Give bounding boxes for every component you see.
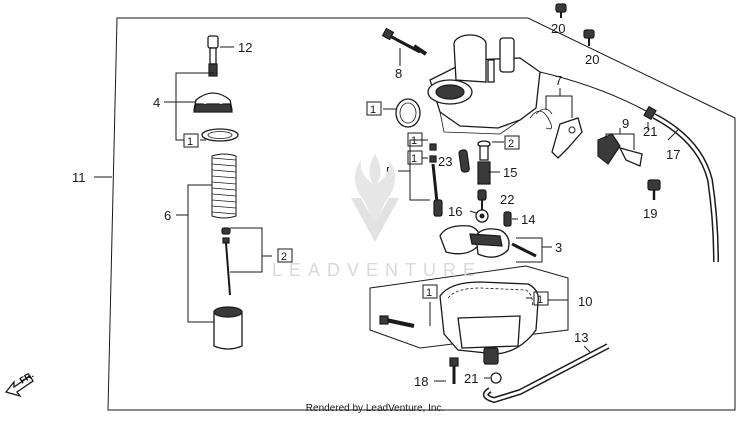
callout-1e: 1 xyxy=(426,287,432,299)
throttle-valve-spring-part xyxy=(211,153,237,219)
callout-16: 16 xyxy=(448,204,462,219)
front-direction-arrow-icon xyxy=(4,375,34,398)
callout-8: 8 xyxy=(395,66,402,81)
float-part xyxy=(439,225,537,258)
fuel-tube-part xyxy=(539,71,719,263)
leader-16 xyxy=(469,210,477,214)
callout-box-1b xyxy=(366,101,382,116)
callout-18: 18 xyxy=(414,374,428,389)
callout-1f: 1 xyxy=(537,294,543,306)
callout-4: 4 xyxy=(153,95,160,110)
float-needle-part xyxy=(503,211,512,227)
float-bowl-part xyxy=(439,281,539,365)
leader-6-bracket xyxy=(187,184,214,323)
callout-9: 9 xyxy=(622,116,629,131)
callout-box-1c xyxy=(407,132,423,147)
screw-19-part xyxy=(647,179,661,200)
screw-20-second-part xyxy=(583,29,595,46)
float-valve-part xyxy=(475,209,489,223)
callout-12: 12 xyxy=(238,40,252,55)
screw-20-top-part xyxy=(555,3,567,18)
drain-tube-part xyxy=(482,343,610,404)
carburetor-top-cap-part xyxy=(193,92,233,113)
clip-21-part xyxy=(490,372,502,384)
callout-1d: 1 xyxy=(411,153,417,165)
screw-8-part xyxy=(381,27,428,56)
callout-1c: 1 xyxy=(411,135,417,147)
callout-1a: 1 xyxy=(187,136,193,148)
callout-box-1d xyxy=(407,150,423,165)
callout-20b: 20 xyxy=(585,52,599,67)
callout-2b: 2 xyxy=(508,138,514,150)
callout-2a: 2 xyxy=(281,251,287,263)
choke-spring-part xyxy=(529,108,553,130)
callout-box-1a xyxy=(183,133,199,148)
throttle-valve-part xyxy=(213,306,243,350)
leadventure-logo-icon xyxy=(351,154,399,242)
direction-label: FR. xyxy=(18,370,36,386)
callout-22: 22 xyxy=(500,192,514,207)
callout-box-1f xyxy=(533,291,549,306)
callout-23: 23 xyxy=(438,154,452,169)
main-jet-part xyxy=(477,189,487,210)
callout-3: 3 xyxy=(555,240,562,255)
assembly-outline xyxy=(107,17,736,411)
needle-jet-holder-part xyxy=(477,140,491,185)
callout-box-1e xyxy=(422,284,438,299)
leader-4-bracket xyxy=(175,72,214,141)
callout-box-2b xyxy=(504,135,520,150)
choke-lever-part xyxy=(551,117,583,159)
callout-6: 6 xyxy=(164,208,171,223)
jet-needle-part xyxy=(221,227,231,296)
callout-20a: 20 xyxy=(551,21,565,36)
slow-jet-assembly-part xyxy=(429,143,443,217)
callout-19: 19 xyxy=(643,206,657,221)
leader-7-bracket xyxy=(545,95,573,118)
callout-15: 15 xyxy=(503,165,517,180)
cap-nut-part xyxy=(207,35,219,77)
footer-credit: Rendered by LeadVenture, Inc. xyxy=(305,403,445,414)
watermark: LEADVENTURE xyxy=(272,260,483,280)
callout-21b: 21 xyxy=(464,371,478,386)
bowl-screw-part xyxy=(379,315,415,328)
callout-14: 14 xyxy=(521,212,535,227)
o-ring-part xyxy=(395,98,421,128)
leader-5-bracket xyxy=(409,139,430,201)
leader-17 xyxy=(667,129,679,141)
callout-10: 10 xyxy=(578,294,592,309)
leader-13 xyxy=(583,345,591,353)
float-bowl-outline xyxy=(369,265,569,349)
cap-gasket-part xyxy=(201,128,239,142)
callout-17: 17 xyxy=(666,147,680,162)
carburetor-body-part xyxy=(427,34,541,135)
drain-screw-part xyxy=(449,357,459,384)
callout-box-2a xyxy=(277,248,293,263)
choke-arm-part xyxy=(597,133,643,167)
callout-21a: 21 xyxy=(643,124,657,139)
air-screw-part xyxy=(458,149,470,173)
callout-11: 11 xyxy=(72,170,86,185)
callout-7: 7 xyxy=(555,73,562,88)
callout-13: 13 xyxy=(574,330,588,345)
leader-2a-bracket xyxy=(230,227,263,273)
leader-3-bracket xyxy=(516,237,543,263)
callout-1b: 1 xyxy=(370,104,376,116)
